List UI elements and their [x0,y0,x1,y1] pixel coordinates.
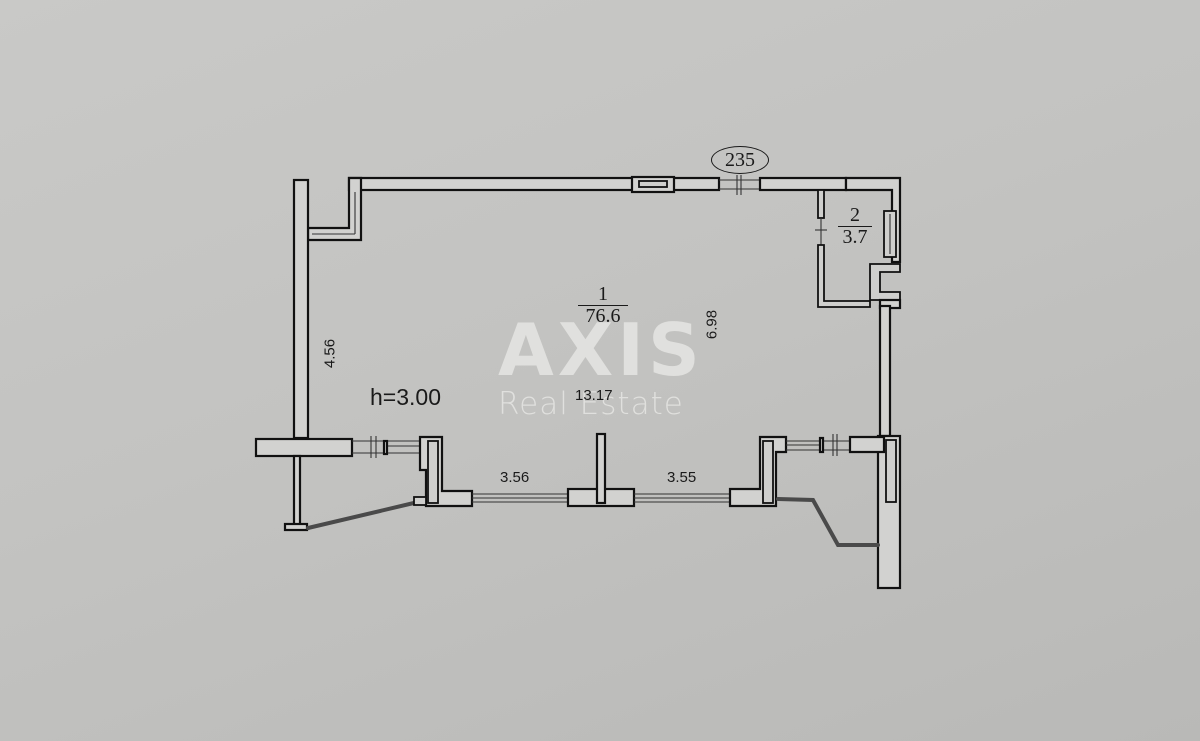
right-window-jamb [848,435,886,454]
right-pier-inner [762,440,774,504]
left-wall [292,178,310,440]
dim-right-inner: 6.98 [703,309,721,340]
room-2-label: 2 3.7 [838,205,872,248]
left-balcony-wall [254,437,354,458]
room-1-label: 1 76.6 [578,284,628,327]
shaft-wall [869,263,901,301]
left-balcony-rail [306,500,420,530]
right-balcony-rail [776,497,880,547]
watermark-tagline: Real Estate [498,386,684,422]
room-2-number: 2 [838,205,872,227]
top-wall-right [758,176,848,192]
ceiling-height: h=3.00 [370,384,441,410]
apartment-number-badge: 235 [711,146,769,174]
left-balcony-post [292,454,302,528]
room-1-number: 1 [578,284,628,306]
watermark-brand: AXIS [498,308,704,392]
left-top-nook [306,176,363,242]
right-pier [728,435,788,508]
dim-width: 13.17 [575,387,613,404]
right-wall-window [885,439,897,503]
dim-window-left: 3.56 [500,469,530,486]
room-2-area: 3.7 [842,226,868,248]
left-pier-inner [427,440,439,504]
room2-partition-upper [817,189,825,219]
middle-mullion [595,432,607,505]
vent-inner [638,180,668,188]
right-wall [878,304,892,438]
room-1-area: 76.6 [585,305,621,327]
dim-left-wall: 4.56 [321,338,339,369]
dim-window-right: 3.55 [667,469,697,486]
room2-partition-lower [817,244,871,308]
left-balcony-foot [283,522,309,532]
